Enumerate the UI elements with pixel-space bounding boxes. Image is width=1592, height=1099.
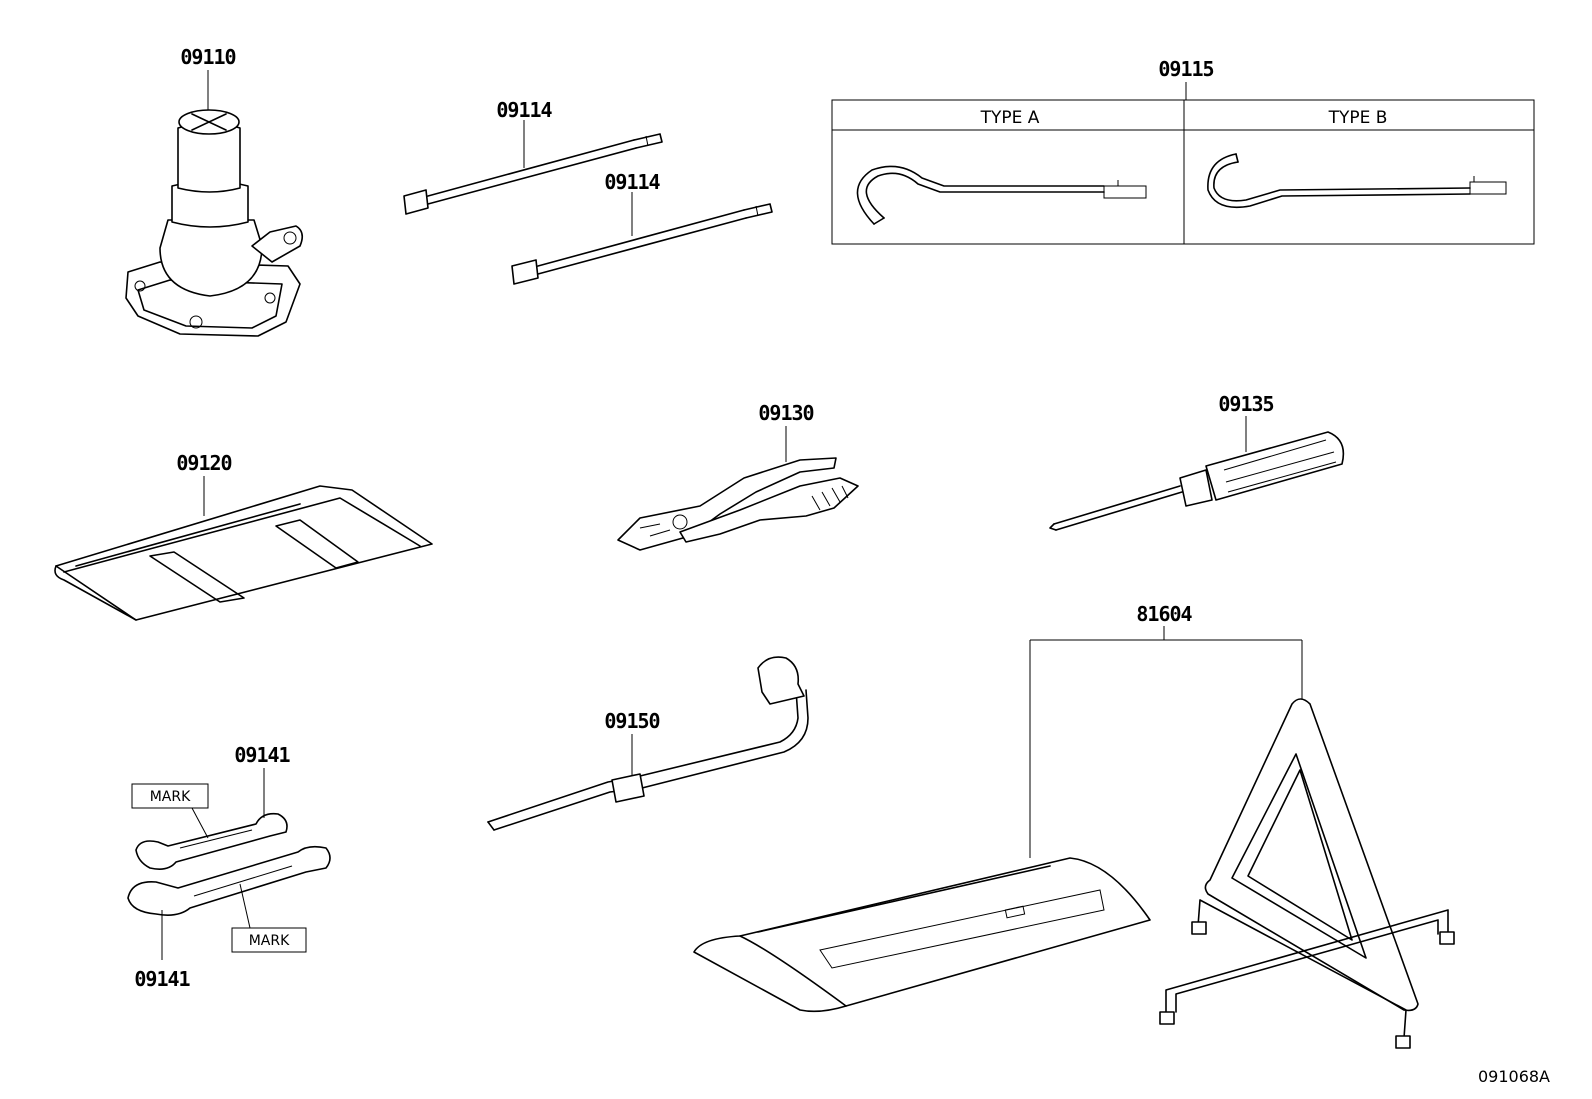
part-number-handle-top: 09114: [496, 98, 552, 122]
part-number-triangle: 81604: [1136, 602, 1192, 626]
mark-label-top: MARK: [150, 789, 191, 805]
hook-type-a-label: TYPE A: [980, 108, 1040, 128]
wrench-bottom-illustration: [127, 845, 331, 916]
part-number-jack: 09110: [180, 45, 235, 69]
hook-type-b-label: TYPE B: [1328, 108, 1388, 128]
tool-bag-illustration: [54, 485, 433, 621]
part-number-tool-bag: 09120: [176, 451, 231, 475]
part-number-wrench-bottom: 09141: [134, 967, 190, 991]
triangle-case-illustration: [693, 857, 1151, 1013]
hook-type-a: [856, 165, 1147, 225]
part-number-wrench-top: 09141: [234, 743, 290, 767]
part-number-screwdriver: 09135: [1218, 392, 1273, 416]
part-number-pliers: 09130: [758, 401, 813, 425]
hook-type-b: [1207, 153, 1507, 209]
part-number-hook: 09115: [1158, 57, 1213, 81]
lug-wrench-illustration: [487, 656, 809, 831]
wrench-top-illustration: [135, 812, 288, 870]
jack-handle-bottom: [511, 203, 773, 285]
jack-illustration: [125, 109, 304, 337]
jack-handle-top: [403, 133, 663, 215]
part-number-lug-wrench: 09150: [604, 709, 659, 733]
screwdriver-illustration: [1049, 431, 1345, 531]
part-number-handle-bottom: 09114: [604, 170, 660, 194]
pliers-illustration: [617, 457, 859, 551]
mark-label-bottom: MARK: [249, 933, 290, 949]
diagram-reference-code: 091068A: [1478, 1067, 1550, 1086]
warning-triangle-illustration: [1159, 698, 1455, 1049]
hook-type-table: [831, 99, 1535, 245]
